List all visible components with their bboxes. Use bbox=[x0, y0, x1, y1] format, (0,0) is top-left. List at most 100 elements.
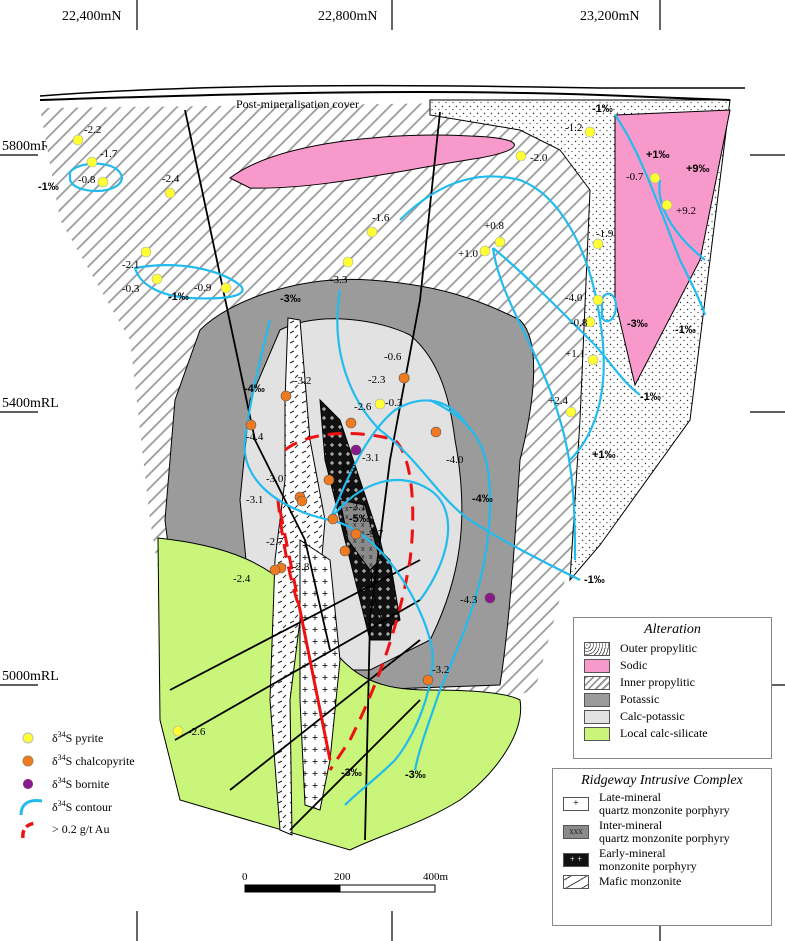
contour-value-label: -4‰ bbox=[244, 383, 265, 395]
pyrite-sample-value: -2.6 bbox=[188, 726, 206, 738]
pyrite-sample-value: -3.3 bbox=[330, 274, 348, 286]
chalcopyrite-sample-point bbox=[398, 372, 410, 384]
pyrite-sample-value: -4.0 bbox=[565, 292, 583, 304]
pyrite-sample-value: -2.4 bbox=[162, 173, 180, 185]
pyrite-sample-value: +2.4 bbox=[548, 395, 568, 407]
pyrite-sample-value: -0.8 bbox=[78, 174, 96, 186]
rl-label-3: 5000mRL bbox=[2, 669, 59, 684]
pyrite-sample-point bbox=[584, 316, 596, 328]
bornite-sample-point bbox=[350, 444, 362, 456]
legend-item-mafic-monzonite: Mafic monzonite bbox=[553, 875, 771, 889]
sodic-lens bbox=[229, 134, 515, 189]
contour-value-label: -3‰ bbox=[627, 318, 648, 330]
scale-tick-200: 200 bbox=[334, 871, 351, 883]
chalcopyrite-sample-point bbox=[345, 417, 357, 429]
contour-value-label: +1‰ bbox=[592, 449, 616, 461]
legend-item-sodic: Sodic bbox=[574, 657, 771, 674]
northing-label-2: 22,800mN bbox=[318, 9, 378, 24]
contour-value-label: -3‰ bbox=[280, 293, 301, 305]
chalcopyrite-sample-value: -5.7 bbox=[366, 528, 384, 540]
outer-propylitic-swatch bbox=[584, 641, 610, 656]
pyrite-sample-value: +9.2 bbox=[676, 205, 696, 217]
chalcopyrite-sample-value: -4.4 bbox=[246, 431, 264, 443]
legend-label: Inner propylitic bbox=[620, 675, 695, 689]
pyrite-sample-value: -0.3 bbox=[385, 397, 403, 409]
contour-labels: -1‰-1‰+1‰+9‰-1‰-3‰-3‰-1‰-4‰-1‰+1‰-4‰-5‰-… bbox=[38, 103, 710, 781]
legend-line: Early-mineral bbox=[599, 846, 666, 860]
legend-item-outer-propylitic: Outer propylitic bbox=[574, 640, 771, 657]
pyrite-sample-point bbox=[151, 273, 163, 285]
scale-tick-400: 400m bbox=[423, 871, 449, 883]
calc-silicate-swatch bbox=[584, 726, 610, 741]
contour-value-label: -5‰ bbox=[349, 513, 370, 525]
chalcopyrite-sample-value: -4.0 bbox=[446, 454, 464, 466]
pyrite-sample-value: -0.7 bbox=[626, 171, 644, 183]
legend-item-inner-propylitic: Inner propylitic bbox=[574, 674, 771, 691]
pyrite-sample-value: -0.8 bbox=[570, 317, 588, 329]
pyrite-sample-point bbox=[374, 398, 386, 410]
chalcopyrite-sample-value: -2.4 bbox=[233, 573, 251, 585]
symbol-legend-label: > 0.2 g/t Au bbox=[52, 822, 110, 836]
pyrite-sample-point bbox=[584, 126, 596, 138]
contour-value-label: -1‰ bbox=[168, 291, 189, 303]
scale-tick-0: 0 bbox=[242, 871, 248, 883]
inter-mineral-swatch: xxx bbox=[563, 825, 589, 839]
mafic-monzonite-swatch bbox=[563, 875, 589, 889]
legend-line: Mafic monzonite bbox=[599, 874, 682, 888]
northing-label-1: 22,400mN bbox=[62, 9, 122, 24]
legend-line: monzonite porphyry bbox=[599, 859, 697, 873]
intrusive-complex-legend: Ridgeway Intrusive Complex + Late-minera… bbox=[552, 768, 772, 926]
pyrite-sample-point bbox=[97, 176, 109, 188]
pyrite-sample-point bbox=[72, 134, 84, 146]
chalcopyrite-sample-point bbox=[350, 528, 362, 540]
legend-line: Late-mineral bbox=[599, 790, 661, 804]
legend-label: Outer propylitic bbox=[620, 641, 697, 655]
symbol-legend-bornite: δ34S bornite bbox=[18, 772, 135, 795]
bornite-sample-value: -3.1 bbox=[362, 452, 379, 464]
chalcopyrite-sample-point bbox=[422, 674, 434, 686]
scale-bar: 0 200 400m bbox=[242, 871, 449, 893]
legend-label: Local calc-silicate bbox=[620, 726, 708, 740]
pyrite-sample-value: +0.8 bbox=[484, 220, 504, 232]
pyrite-sample-point bbox=[592, 294, 604, 306]
pyrite-sample-value: -0.3 bbox=[122, 283, 140, 295]
pyrite-sample-value: -2.0 bbox=[530, 152, 548, 164]
legend-label: Sodic bbox=[620, 658, 648, 672]
alteration-legend-title: Alteration bbox=[644, 622, 701, 637]
pyrite-sample-point bbox=[649, 172, 661, 184]
potassic-swatch bbox=[584, 692, 610, 707]
pyrite-sample-value: -0.9 bbox=[194, 282, 212, 294]
cover-surface-line bbox=[39, 84, 745, 97]
legend-line: quartz monzonite porphyry bbox=[599, 831, 730, 845]
pyrite-sample-value: -1.2 bbox=[565, 122, 582, 134]
chalcopyrite-sample-point bbox=[339, 545, 351, 557]
chalcopyrite-sample-point bbox=[323, 474, 335, 486]
legend-label: Calc-potassic bbox=[620, 709, 685, 723]
contour-value-label: +9‰ bbox=[686, 163, 710, 175]
mafic-monzonite-dyke bbox=[269, 317, 326, 836]
contour-value-label: -4‰ bbox=[472, 493, 493, 505]
symbol-legend-label: δ34S contour bbox=[52, 798, 112, 814]
chalcopyrite-sample-point bbox=[327, 513, 339, 525]
legend-item-early-mineral: + + Early-mineral monzonite porphyry bbox=[553, 847, 771, 873]
pyrite-sample-point bbox=[479, 245, 491, 257]
chalcopyrite-dot-icon bbox=[22, 755, 34, 766]
sodic-zone-east bbox=[614, 109, 731, 387]
chalcopyrite-sample-value: -2.8 bbox=[292, 561, 310, 573]
cover-base-line bbox=[39, 91, 731, 101]
pyrite-sample-value: -1.7 bbox=[100, 148, 118, 160]
gold-contour-icon bbox=[21, 820, 37, 838]
sodic-swatch bbox=[584, 658, 610, 673]
symbol-legend-gold: > 0.2 g/t Au bbox=[18, 818, 135, 841]
pyrite-sample-point bbox=[366, 226, 378, 238]
chalcopyrite-sample-value: -2.6 bbox=[354, 401, 372, 413]
pyrite-sample-point bbox=[592, 238, 604, 250]
legend-item-calc-potassic: Calc-potassic bbox=[574, 708, 771, 725]
pyrite-sample-value: -1.6 bbox=[372, 212, 390, 224]
pyrite-sample-point bbox=[172, 725, 184, 737]
alteration-legend: Alteration Outer propylitic Sodic Inner … bbox=[573, 617, 772, 759]
northing-label-3: 23,200mN bbox=[580, 9, 640, 24]
pyrite-sample-point bbox=[342, 256, 354, 268]
chalcopyrite-sample-point bbox=[296, 495, 308, 507]
chalcopyrite-sample-value: -3.0 bbox=[266, 473, 284, 485]
